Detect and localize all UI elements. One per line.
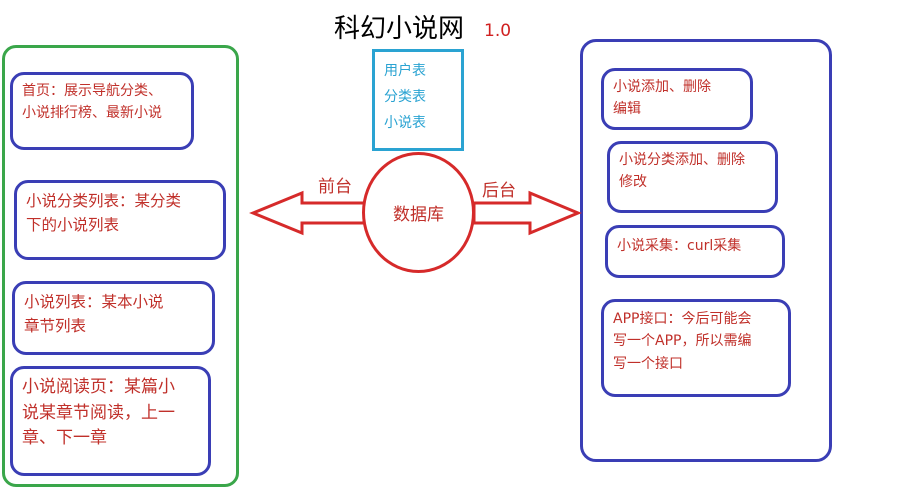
backend-arrow [472,190,582,236]
backend-arrow-label: 后台 [482,181,516,201]
diagram-title: 科幻小说网 [334,14,465,44]
backend-item-novel-crawler-line1: 小说采集：curl采集 [617,238,742,254]
backend-item-category-manage-line1: 小说分类添加、删除 [619,152,745,168]
backend-group-frame [580,39,832,462]
frontend-arrow-label: 前台 [318,177,352,197]
frontend-item-category-list: 小说分类列表：某分类 下的小说列表 [14,180,226,260]
table-categories: 分类表 [384,89,426,105]
table-users: 用户表 [384,63,426,79]
frontend-item-home-line2: 小说排行榜、最新小说 [22,104,162,121]
frontend-item-category-list-line1: 小说分类列表：某分类 [26,192,182,210]
frontend-item-novel-list-line2: 章节列表 [24,317,87,336]
backend-item-category-manage-line2: 修改 [619,173,647,190]
database-tables-box: 用户表 分类表 小说表 [372,49,464,151]
frontend-item-reading-page-line3: 章、下一章 [22,428,107,448]
backend-item-novel-manage-line1: 小说添加、删除 [613,79,711,95]
frontend-item-reading-page: 小说阅读页：某篇小 说某章节阅读，上一 章、下一章 [10,366,211,476]
frontend-item-novel-list: 小说列表：某本小说 章节列表 [12,281,215,355]
frontend-item-home: 首页：展示导航分类、 小说排行榜、最新小说 [10,72,194,150]
backend-item-app-api-line2: 写一个APP，所以需编 [613,333,752,350]
database-node: 数据库 [362,152,475,273]
frontend-item-novel-list-line1: 小说列表：某本小说 [24,293,164,311]
backend-item-novel-manage: 小说添加、删除 编辑 [601,68,753,130]
backend-item-app-api: APP接口：今后可能会 写一个APP，所以需编 写一个接口 [601,299,791,397]
frontend-item-home-line1: 首页：展示导航分类、 [22,83,162,99]
backend-item-app-api-line3: 写一个接口 [613,355,683,372]
frontend-arrow [249,190,366,236]
frontend-item-reading-page-line1: 小说阅读页：某篇小 [22,377,175,397]
frontend-item-reading-page-line2: 说某章节阅读，上一 [22,402,175,423]
backend-item-category-manage: 小说分类添加、删除 修改 [607,141,778,213]
backend-item-novel-crawler: 小说采集：curl采集 [605,225,785,278]
table-novels: 小说表 [384,115,426,131]
backend-item-novel-manage-line2: 编辑 [613,100,641,117]
backend-item-app-api-line1: APP接口：今后可能会 [613,311,752,327]
database-label: 数据库 [393,205,444,225]
version-label: 1.0 [484,21,512,41]
frontend-group-frame [2,45,239,487]
frontend-item-category-list-line2: 下的小说列表 [26,216,120,235]
